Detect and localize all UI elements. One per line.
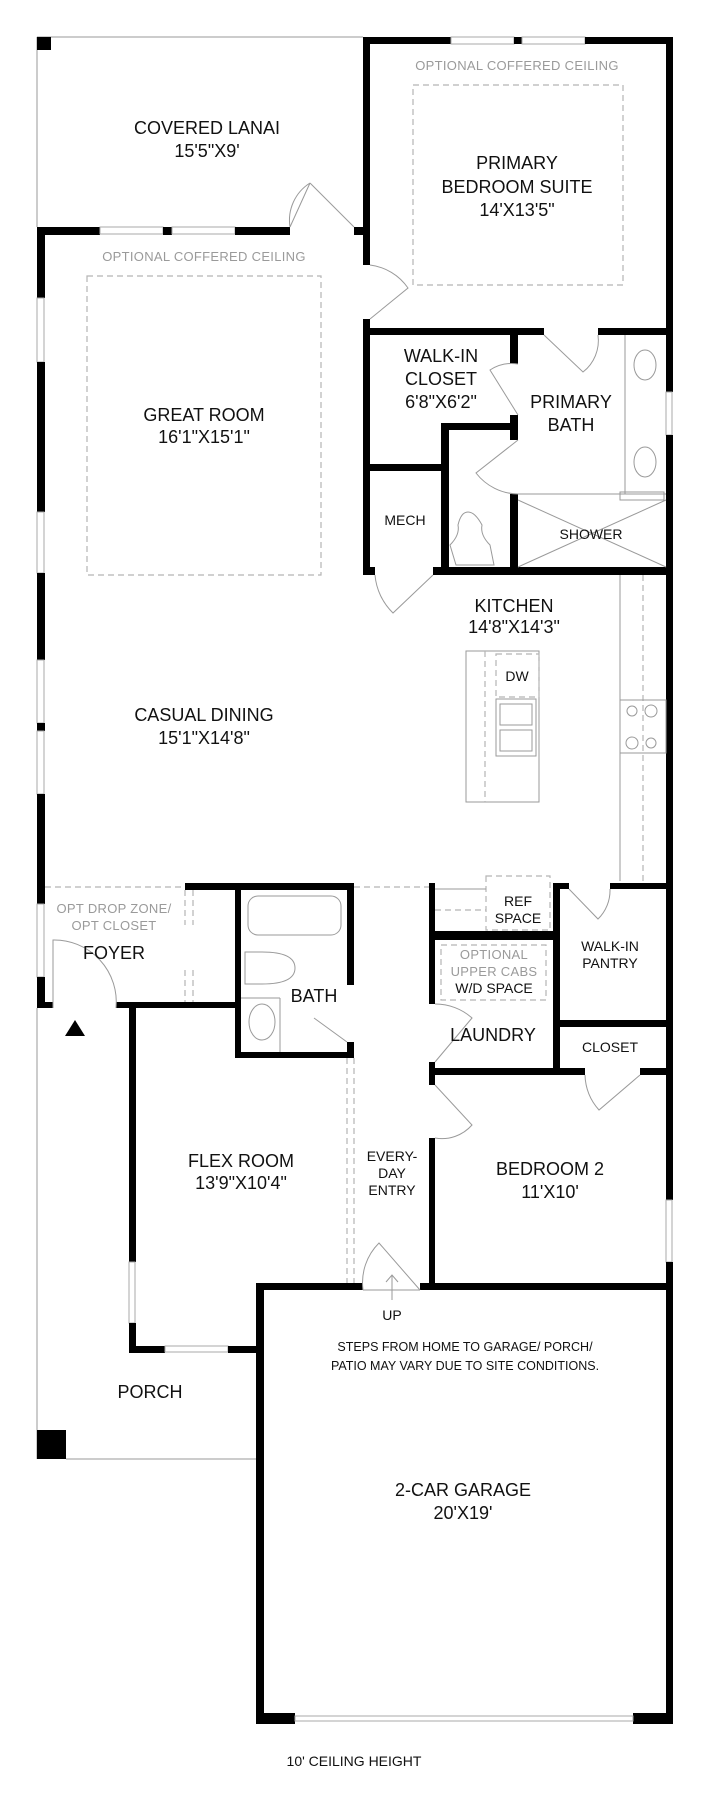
laundry-door	[434, 1003, 473, 1063]
up-arrow-icon	[385, 1274, 399, 1300]
walk-in-closet-name-2: CLOSET	[405, 369, 477, 389]
walk-in-closet-name-1: WALK-IN	[404, 346, 478, 366]
primary-bath-door	[543, 334, 599, 373]
ref-space-2: SPACE	[495, 910, 541, 926]
primary-sink-2	[633, 446, 657, 478]
everyday-entry-2: DAY	[378, 1165, 406, 1181]
mech-name: MECH	[384, 512, 425, 528]
primary-coffered-note: OPTIONAL COFFERED CEILING	[415, 58, 619, 73]
room-labels: COVERED LANAI 15'5"X9' OPTIONAL COFFERED…	[57, 58, 639, 1769]
primary-sink-1	[633, 349, 657, 381]
flex-room-name: FLEX ROOM	[188, 1151, 294, 1171]
shower-cross	[517, 499, 667, 568]
bath-door	[313, 1017, 348, 1043]
fixtures	[45, 84, 667, 1300]
casual-dining-size: 15'1"X14'8"	[158, 728, 250, 748]
wc-door	[475, 439, 519, 495]
casual-dining-name: CASUAL DINING	[134, 705, 273, 725]
laundry-name: LAUNDRY	[450, 1025, 536, 1045]
bathtub	[247, 895, 342, 936]
walk-in-closet-size: 6'8"X6'2"	[405, 392, 477, 412]
dishwasher-label: DW	[505, 668, 529, 684]
steps-note-2: PATIO MAY VARY DUE TO SITE CONDITIONS.	[331, 1359, 599, 1373]
primary-bedroom-size: 14'X13'5"	[479, 200, 554, 220]
primary-bedroom-door	[369, 264, 409, 320]
lanai-size: 15'5"X9'	[174, 141, 239, 161]
garage-name: 2-CAR GARAGE	[395, 1480, 531, 1500]
doors	[52, 182, 641, 1291]
foyer-option-1: OPT DROP ZONE/	[57, 901, 172, 916]
porch-post	[37, 1430, 66, 1459]
kitchen-island	[465, 650, 540, 803]
pantry-name-1: WALK-IN	[581, 938, 639, 954]
foyer-name: FOYER	[83, 943, 145, 963]
foyer-option-2: OPT CLOSET	[71, 918, 156, 933]
closet-name: CLOSET	[582, 1039, 638, 1055]
ref-space-1: REF	[504, 893, 532, 909]
kitchen-size: 14'8"X14'3"	[468, 617, 560, 637]
mech-door	[374, 574, 434, 614]
pantry-name-2: PANTRY	[582, 955, 638, 971]
laundry-option-1: OPTIONAL	[460, 947, 528, 962]
everyday-entry-3: ENTRY	[368, 1182, 416, 1198]
lanai-outline	[36, 36, 363, 227]
bedroom2-door	[434, 1084, 473, 1140]
porch-outline	[36, 1008, 256, 1460]
foyer-door	[52, 939, 117, 1009]
laundry-option-2: UPPER CABS	[451, 964, 538, 979]
primary-bedroom-name-2: BEDROOM SUITE	[441, 177, 592, 197]
great-room-coffered-note: OPTIONAL COFFERED CEILING	[102, 249, 306, 264]
entry-arrow-icon	[65, 1020, 85, 1036]
shower-name: SHOWER	[560, 526, 623, 542]
primary-bath-name-1: PRIMARY	[530, 392, 612, 412]
lanai-name: COVERED LANAI	[134, 118, 280, 138]
bath-sink	[248, 1003, 276, 1041]
great-room-size: 16'1"X15'1"	[158, 427, 250, 447]
bedroom2-size: 11'X10'	[521, 1182, 579, 1202]
lanai-door	[289, 182, 311, 228]
kitchen-name: KITCHEN	[474, 596, 553, 616]
bath-name: BATH	[291, 986, 338, 1006]
closet-door	[489, 363, 519, 416]
pantry-door	[568, 888, 611, 920]
primary-bedroom-name-1: PRIMARY	[476, 153, 558, 173]
garage-door	[362, 1242, 421, 1291]
bedroom2-name: BEDROOM 2	[496, 1159, 604, 1179]
primary-bath-name-2: BATH	[548, 415, 595, 435]
closet2-door	[584, 1074, 641, 1111]
flex-room-size: 13'9"X10'4"	[195, 1173, 287, 1193]
toilet-icon	[449, 511, 495, 566]
porch-name: PORCH	[117, 1382, 182, 1402]
cooktop	[619, 699, 667, 754]
laundry-option-3: W/D SPACE	[455, 980, 533, 996]
garage-up-label: UP	[382, 1307, 401, 1323]
garage-size: 20'X19'	[434, 1503, 493, 1523]
great-room-name: GREAT ROOM	[143, 405, 264, 425]
everyday-entry-1: EVERY-	[367, 1148, 418, 1164]
bath-toilet	[244, 951, 296, 985]
steps-note-1: STEPS FROM HOME TO GARAGE/ PORCH/	[337, 1340, 593, 1354]
walls	[36, 36, 673, 1724]
ceiling-height-note: 10' CEILING HEIGHT	[287, 1753, 422, 1769]
kitchen-sink	[495, 698, 537, 757]
